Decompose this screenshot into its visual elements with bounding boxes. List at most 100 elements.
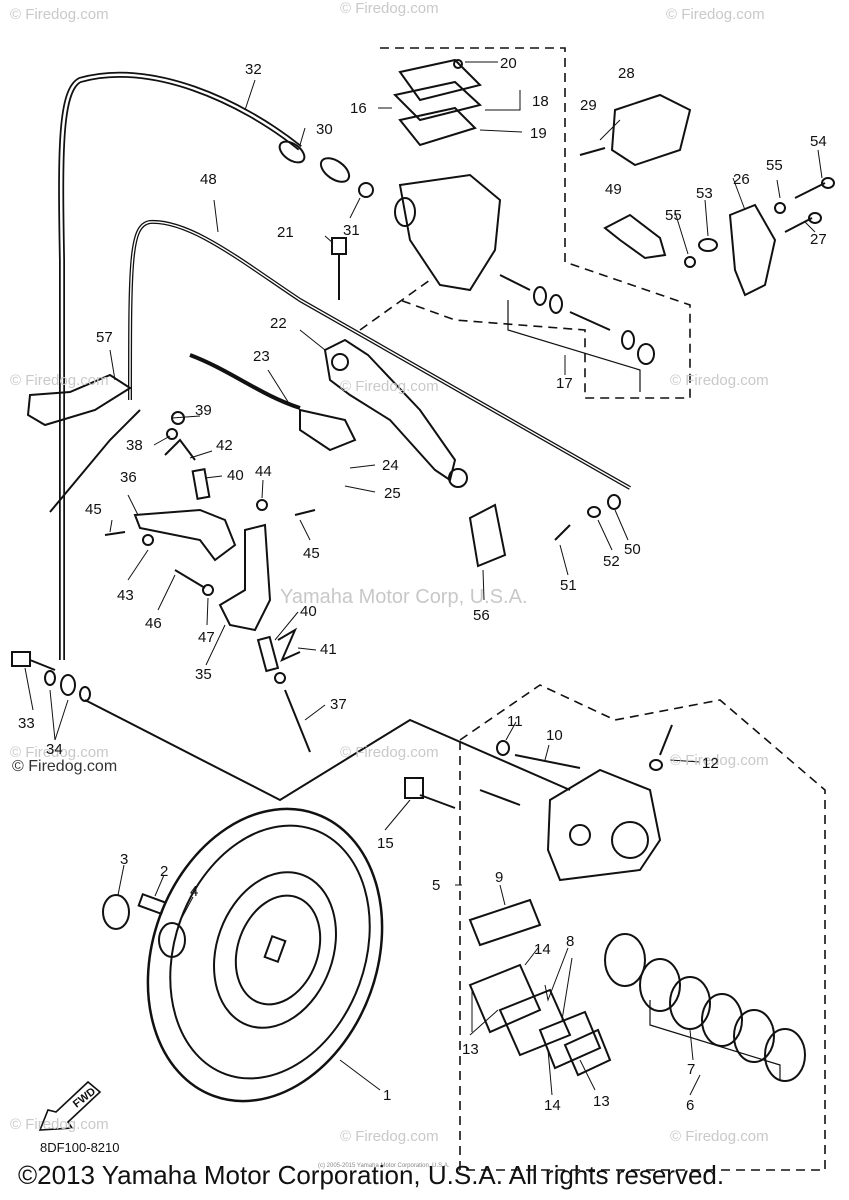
callout-7: 7 (687, 1061, 696, 1078)
circlip-3 (102, 894, 130, 930)
watermark-text: © Firedog.com (10, 1116, 109, 1133)
callout-14: 14 (544, 1097, 561, 1114)
watermark-text: © Firedog.com (10, 744, 109, 761)
callout-57: 57 (96, 329, 113, 346)
callout-38: 38 (126, 437, 143, 454)
bolt-54 (794, 177, 835, 199)
callout-27: 27 (810, 231, 827, 248)
callout-54: 54 (810, 133, 827, 150)
callout-23: 23 (253, 348, 270, 365)
watermark-text: © Firedog.com (340, 1128, 439, 1145)
bolt-27 (784, 212, 822, 233)
caliper-group-outline (459, 684, 826, 1171)
callout-8: 8 (566, 933, 575, 950)
watermark-text: © Firedog.com (666, 6, 765, 23)
brake-arm-36 (133, 508, 237, 562)
callout-22: 22 (270, 315, 287, 332)
callout-52: 52 (603, 553, 620, 570)
callout-24: 24 (382, 457, 399, 474)
watermark-text: © Firedog.com (340, 0, 439, 17)
callout-47: 47 (198, 629, 215, 646)
callout-56: 56 (473, 607, 490, 624)
brake-cable-48 (128, 219, 631, 490)
brake-disc (146, 807, 384, 1103)
watermark-text: © Firedog.com (670, 1128, 769, 1145)
callout-40: 40 (300, 603, 317, 620)
callout-39: 39 (195, 402, 212, 419)
watermark-text: © Firedog.com (10, 6, 109, 23)
bracket-26 (728, 203, 777, 297)
callout-9: 9 (495, 869, 504, 886)
callout-10: 10 (546, 727, 563, 744)
callout-15: 15 (377, 835, 394, 852)
diagram-code: 8DF100-8210 (40, 1140, 120, 1155)
callout-6: 6 (686, 1097, 695, 1114)
callout-45: 45 (303, 545, 320, 562)
callout-17: 17 (556, 375, 573, 392)
callout-33: 33 (18, 715, 35, 732)
footrest-49 (603, 213, 667, 260)
callout-36: 36 (120, 469, 137, 486)
callout-31: 31 (343, 222, 360, 239)
callout-16: 16 (350, 100, 367, 117)
callout-13: 13 (593, 1093, 610, 1110)
callout-42: 42 (216, 437, 233, 454)
tiny-notice: (c) 2005-2015 Yamaha Motor Corporation, … (318, 1163, 450, 1169)
callout-34: 34 (46, 741, 63, 758)
watermark-text: © Firedog.com (670, 372, 769, 389)
center-watermark: Yamaha Motor Corp, U.S.A. (280, 586, 528, 608)
callout-45: 45 (85, 501, 102, 518)
fwd-arrow (38, 1080, 102, 1131)
watermark-text: © Firedog.com (10, 372, 109, 389)
bolt-21 (331, 237, 347, 300)
reservoir-28 (610, 93, 692, 167)
callout-49: 49 (605, 181, 622, 198)
watermark-text: © Firedog.com (670, 752, 769, 769)
brake-cable-23 (189, 353, 301, 410)
callout-46: 46 (145, 615, 162, 632)
watermark-text: © Firedog.com (340, 378, 439, 395)
tag-56 (468, 503, 507, 568)
callout-25: 25 (384, 485, 401, 502)
callout-19: 19 (530, 125, 547, 142)
callout-50: 50 (624, 541, 641, 558)
washer-4 (158, 922, 186, 958)
callout-12: 12 (702, 755, 719, 772)
callout-55: 55 (766, 157, 783, 174)
callout-5: 5 (432, 877, 441, 894)
callout-18: 18 (532, 93, 549, 110)
watermark-text: © Firedog.com (340, 744, 439, 761)
callout-44: 44 (255, 463, 272, 480)
callout-28: 28 (618, 65, 635, 82)
callout-48: 48 (200, 171, 217, 188)
callout-11: 11 (507, 713, 523, 730)
clamp-57 (26, 373, 132, 427)
callout-43: 43 (117, 587, 134, 604)
callout-41: 41 (320, 641, 337, 658)
callout-26: 26 (733, 171, 750, 188)
brake-pads (468, 898, 612, 1077)
master-cylinder-body (398, 173, 502, 292)
callout-35: 35 (195, 666, 212, 683)
callout-53: 53 (696, 185, 713, 202)
copyright-footer: ©2013 Yamaha Motor Corporation, U.S.A. A… (18, 1160, 725, 1190)
callout-40: 40 (227, 467, 244, 484)
callout-2: 2 (160, 863, 169, 880)
master-cylinder-group-outline (380, 47, 691, 399)
callout-13: 13 (462, 1041, 479, 1058)
key-2 (137, 892, 167, 916)
callout-51: 51 (560, 577, 577, 594)
callout-14: 14 (534, 941, 551, 958)
piston-seals (604, 933, 806, 1082)
caliper-body (546, 768, 662, 882)
piston-kit (499, 274, 655, 365)
callout-20: 20 (500, 55, 517, 72)
callout-4: 4 (190, 883, 199, 900)
callout-21: 21 (277, 224, 294, 241)
firedog-watermark: © Firedog.com (12, 758, 118, 775)
callout-30: 30 (316, 121, 333, 138)
callout-55: 55 (665, 207, 682, 224)
rod-35 (218, 523, 272, 632)
callout-32: 32 (245, 61, 262, 78)
